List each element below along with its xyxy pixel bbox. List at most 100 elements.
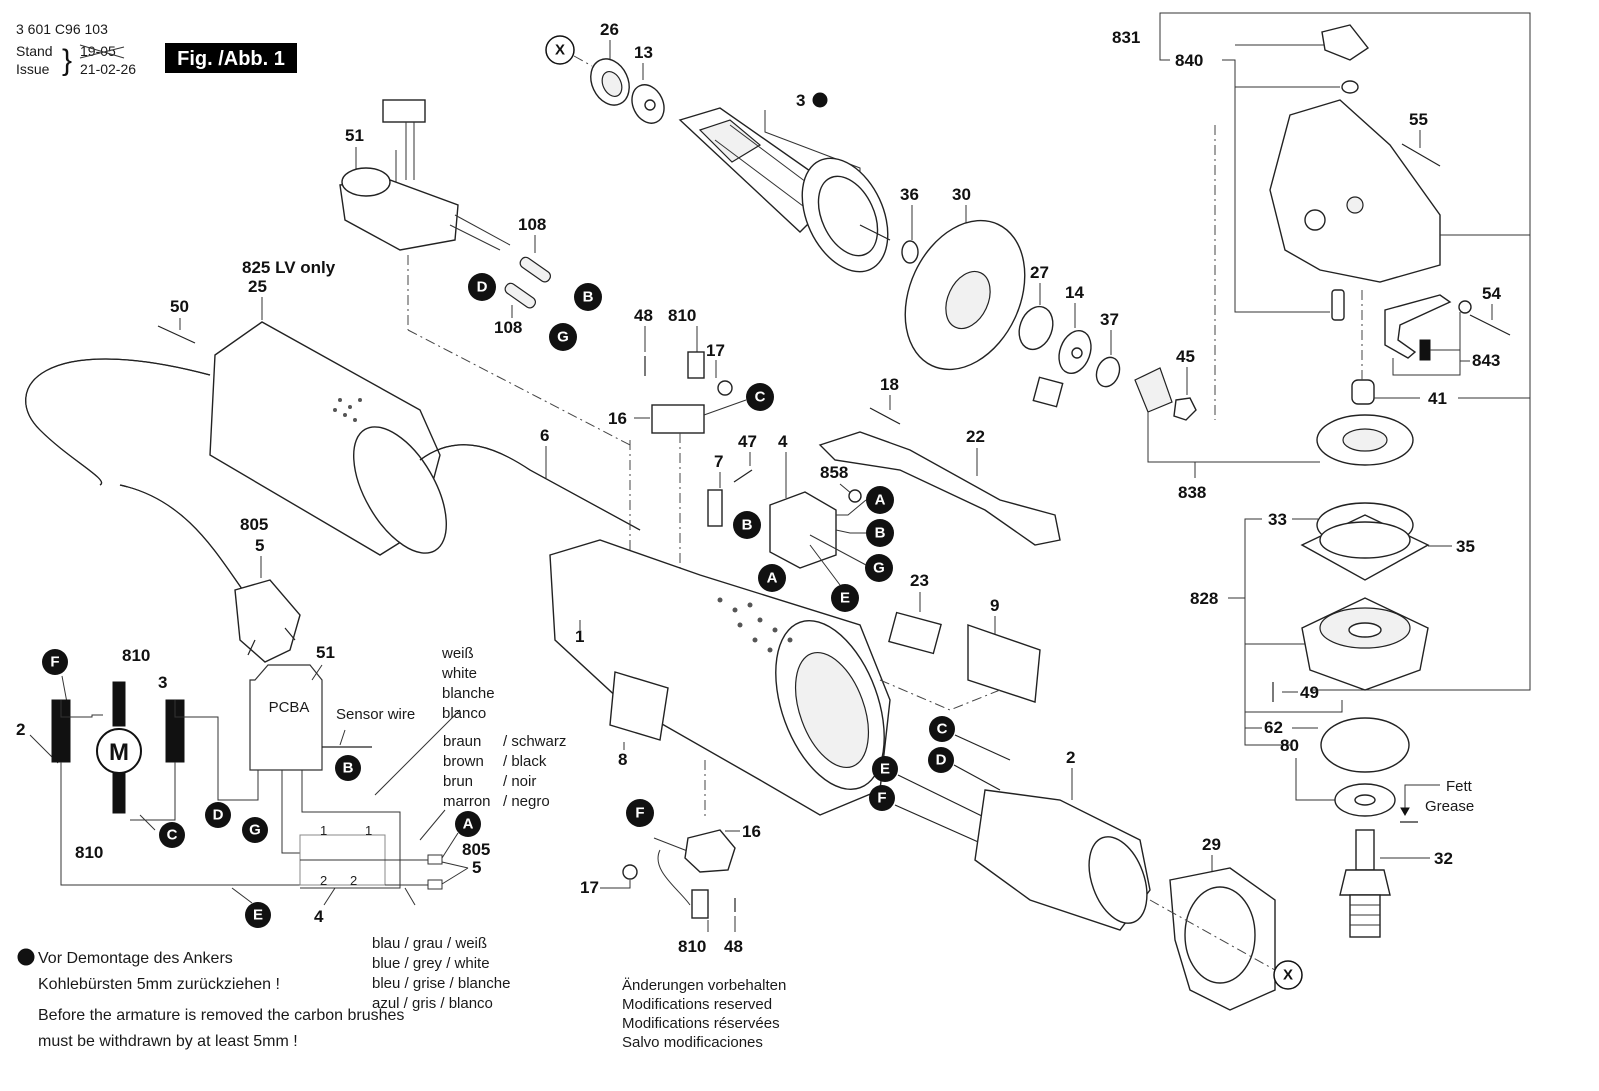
- svg-text:braun: braun: [443, 733, 481, 750]
- part-4-switch: [769, 491, 837, 569]
- part-37-washer: [1095, 356, 1121, 388]
- svg-text:/ black: / black: [503, 753, 547, 770]
- callout-29: 29: [1202, 835, 1221, 854]
- connector-b-badge: [335, 755, 361, 781]
- connector-e-badge: [245, 902, 271, 928]
- connector-d-badge: [205, 802, 231, 828]
- schematic-810-bottom: 810: [75, 843, 103, 862]
- part-5-mains-plug: [234, 579, 301, 663]
- part-23-cover: [888, 611, 942, 655]
- part-number: 3 601 C96 103: [16, 21, 108, 37]
- svg-text:E: E: [253, 907, 263, 924]
- part-32-spindle: [1339, 829, 1391, 938]
- note-bullet-icon: [812, 92, 828, 108]
- connector-d-badge: [468, 273, 496, 301]
- part-810-carbon-brush: [691, 889, 709, 919]
- handle-cord-group: 825 LV only 25 50 6 805 5: [25, 258, 641, 663]
- brush-holder-bottom-group: F 16 17 810 48: [580, 799, 761, 956]
- svg-text:B: B: [875, 525, 886, 542]
- switch-group: 47 7 4 858 A B G E B A 18 22: [707, 375, 1061, 612]
- callout-14: 14: [1065, 283, 1084, 302]
- callout-840: 840: [1175, 51, 1203, 70]
- svg-text:2: 2: [320, 873, 327, 888]
- svg-text:blue / grey / white: blue / grey / white: [372, 955, 490, 972]
- connector-a-badge: [758, 564, 786, 592]
- callout-47: 47: [738, 432, 757, 451]
- part-16-brush-holder: [651, 404, 705, 434]
- svg-text:G: G: [873, 560, 885, 577]
- svg-text:blanche: blanche: [442, 685, 495, 702]
- svg-text:Änderungen vorbehalten: Änderungen vorbehalten: [622, 977, 786, 994]
- part-9-label: [967, 624, 1041, 703]
- connector-f-badge: [626, 799, 654, 827]
- svg-text:weiß: weiß: [441, 645, 474, 662]
- callout-48-top: 48: [634, 306, 653, 325]
- callout-50: 50: [170, 297, 189, 316]
- sensor-wire-label: Sensor wire: [336, 706, 415, 723]
- strike-line: [79, 46, 125, 59]
- part-22-switch-rod: [818, 431, 1061, 546]
- part-36-washer: [901, 240, 919, 264]
- callout-18: 18: [880, 375, 899, 394]
- connector-g-badge: [549, 323, 577, 351]
- reference-x-circle: [1273, 960, 1303, 990]
- svg-text:B: B: [742, 517, 753, 534]
- svg-text:bleu / grise / blanche: bleu / grise / blanche: [372, 975, 510, 992]
- callout-36: 36: [900, 185, 919, 204]
- callout-4-switch: 4: [778, 432, 788, 451]
- callout-805-plug: 805: [240, 515, 268, 534]
- callout-54: 54: [1482, 284, 1501, 303]
- stand-label: Stand: [16, 43, 53, 59]
- svg-text:brun: brun: [443, 773, 473, 790]
- callout-828: 828: [1190, 589, 1218, 608]
- part-spring: [1419, 339, 1431, 361]
- armature-removal-note: Vor Demontage des Ankers Kohlebürsten 5m…: [17, 948, 404, 1050]
- figure-label-box: [165, 43, 297, 73]
- callout-51-module: 51: [345, 126, 364, 145]
- callout-3: 3: [796, 91, 805, 110]
- svg-text:2: 2: [350, 873, 357, 888]
- svg-text:A: A: [463, 816, 474, 833]
- callout-810-top: 810: [668, 306, 696, 325]
- part-108-sleeve: [519, 256, 552, 283]
- callout-843: 843: [1472, 351, 1500, 370]
- part-spring: [1341, 80, 1359, 94]
- schematic-810-top: 810: [122, 646, 150, 665]
- svg-text:C: C: [937, 721, 948, 738]
- reference-x-label: X: [1283, 967, 1293, 984]
- callout-1: 1: [575, 627, 584, 646]
- connector-c-badge: [746, 383, 774, 411]
- part-bearing-insert: [1032, 376, 1064, 408]
- issue-label: Issue: [16, 61, 50, 77]
- callout-108-g: 108: [494, 318, 522, 337]
- brown-wire-legend: braun / schwarz brown / black brun / noi…: [419, 733, 566, 841]
- svg-text:G: G: [557, 329, 569, 346]
- callout-6: 6: [540, 426, 549, 445]
- part-16-brush-holder: [684, 829, 736, 873]
- connector-a-badge: [455, 811, 481, 837]
- callout-80: 80: [1280, 736, 1299, 755]
- svg-text:F: F: [877, 790, 886, 807]
- svg-text:marron: marron: [443, 793, 491, 810]
- part-gear-housing: [1269, 99, 1441, 283]
- callout-25: 25: [248, 277, 267, 296]
- callout-838: 838: [1178, 483, 1206, 502]
- callout-9: 9: [990, 596, 999, 615]
- schematic-51: 51: [316, 643, 335, 662]
- callout-37: 37: [1100, 310, 1119, 329]
- part-810-carbon-brush: [687, 351, 705, 379]
- callout-825-lv-only: 825 LV only: [242, 258, 336, 277]
- reference-x-label: X: [555, 42, 565, 59]
- connector-e-badge: [831, 584, 859, 612]
- callout-5-plug: 5: [255, 536, 264, 555]
- white-wire-legend: weiß white blanche blanco: [441, 645, 495, 722]
- svg-text:Before the armature is removed: Before the armature is removed the carbo…: [38, 1007, 404, 1024]
- connector-a-badge: [866, 486, 894, 514]
- callout-48-bottom: 48: [724, 937, 743, 956]
- svg-text:brown: brown: [443, 753, 484, 770]
- part-capacitor: [382, 99, 426, 123]
- blue-wire-legend: blau / grau / weiß blue / grey / white b…: [372, 935, 510, 1012]
- pcba-box: [249, 664, 323, 771]
- part-108-sleeve: [504, 282, 537, 309]
- armature-group: X 26 13 3 36 30 2: [545, 20, 1320, 502]
